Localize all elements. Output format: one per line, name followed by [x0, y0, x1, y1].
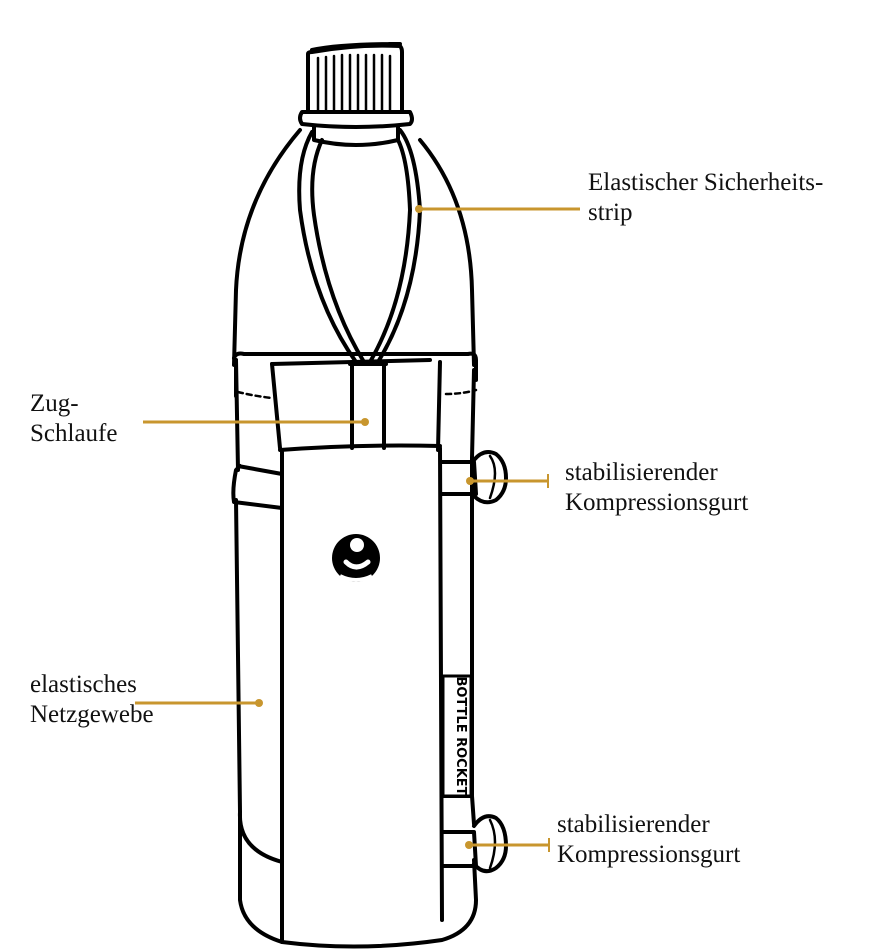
label-line: stabilisierender [565, 459, 718, 486]
svg-text:BOTTLE ROCKET: BOTTLE ROCKET [453, 676, 468, 795]
label-line: Netzgewebe [30, 701, 154, 728]
label-line: Elastischer Sicherheits- [588, 169, 824, 196]
label-line: stabilisierender [557, 811, 710, 838]
g-logo-icon [332, 534, 380, 582]
label-compression-strap-bottom: stabilisierender Kompressionsgurt [557, 810, 740, 870]
leader-elastic-strip [415, 205, 580, 213]
leader-elastic-mesh [135, 699, 263, 707]
label-pull-loop: Zug- Schlaufe [30, 389, 117, 449]
leader-compression-strap-top [466, 474, 549, 488]
label-compression-strap-top: stabilisierender Kompressionsgurt [565, 458, 748, 518]
bottle-cap-icon [298, 41, 414, 129]
leader-pull-loop [143, 418, 369, 426]
label-line: Schlaufe [30, 420, 118, 447]
bottle-rocket-brand-tag: BOTTLE ROCKET [441, 674, 473, 798]
label-line: strip [588, 199, 633, 226]
label-line: Kompressionsgurt [565, 489, 749, 516]
label-line: Kompressionsgurt [557, 841, 741, 868]
label-line: elastisches [30, 671, 137, 698]
label-elastic-safety-strip: Elastischer Sicherheits- strip [588, 168, 823, 228]
label-line: Zug- [30, 390, 79, 417]
label-elastic-mesh: elastisches Netzgewebe [30, 670, 154, 730]
leader-compression-strap-bottom [465, 838, 550, 852]
